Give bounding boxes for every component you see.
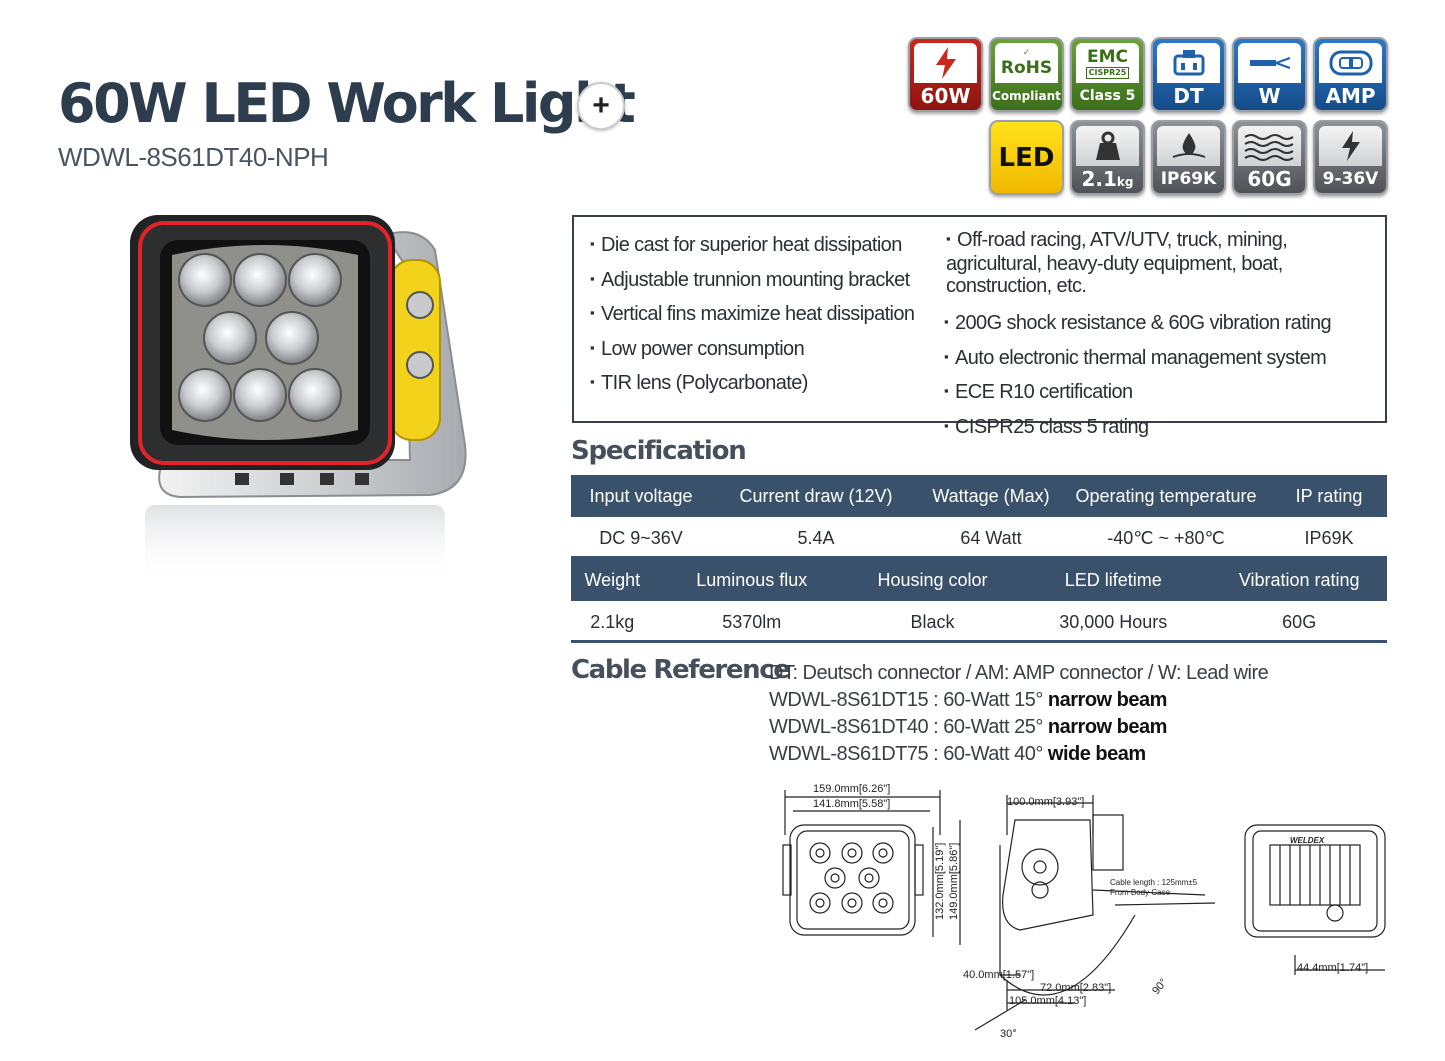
feature-item: Auto electronic thermal management syste… (944, 342, 1382, 377)
features-box: Die cast for superior heat dissipation A… (572, 215, 1387, 438)
table-cell: 5370lm (653, 601, 850, 643)
table-header: IP rating (1271, 475, 1387, 517)
angle-30-label: 30° (1000, 1028, 1017, 1040)
cable-line: WDWL-8S61DT15 : 60-Watt 15° narrow beam (769, 689, 1167, 711)
table-header: LED lifetime (1015, 559, 1212, 601)
table-cell: 2.1kg (571, 601, 654, 643)
cable-line: WDWL-8S61DT40 : 60-Watt 25° narrow beam (769, 716, 1167, 738)
table-cell: Black (849, 601, 1016, 643)
table-header-row: Input voltage Current draw (12V) Wattage… (571, 475, 1387, 517)
feature-item: Die cast for superior heat dissipation (590, 229, 914, 264)
table-header: Current draw (12V) (711, 475, 921, 517)
model-number: WDWL-8S61DT40-NPH (58, 142, 329, 172)
table-header: Housing color (849, 559, 1016, 601)
specification-heading: Specification (571, 436, 747, 466)
feature-item: Adjustable trunnion mounting bracket (590, 264, 914, 299)
table-header: Weight (571, 559, 654, 601)
table-header: Vibration rating (1211, 559, 1387, 601)
dim-front-height-outer: 149.0mm[5.86"] (948, 843, 960, 920)
dim-front-height-inner: 132.0mm[5.19"] (934, 843, 946, 920)
dim-base-40: 40.0mm[1.57"] (963, 969, 1034, 981)
lightning-icon (935, 47, 956, 79)
table-cell: DC 9~36V (571, 517, 711, 559)
spec-table-1: Input voltage Current draw (12V) Wattage… (571, 475, 1387, 559)
badge-amp: AMP (1313, 37, 1388, 112)
weight-icon (1095, 131, 1120, 160)
feature-item: TIR lens (Polycarbonate) (590, 367, 914, 402)
feature-item: 200G shock resistance & 60G vibration ra… (944, 307, 1382, 342)
feature-item: ECE R10 certification (944, 376, 1382, 411)
badge-rohs: ✓RoHS Compliant (989, 37, 1064, 112)
feature-item: Vertical fins maximize heat dissipation (590, 298, 915, 333)
water-drop-icon (1172, 133, 1205, 158)
lightning-icon (1341, 131, 1360, 161)
table-cell: -40℃ ~ +80℃ (1061, 517, 1271, 559)
lead-wire-icon (1249, 57, 1290, 69)
badge-ip69k: IP69K (1151, 120, 1226, 195)
badge-led: LED (989, 120, 1064, 195)
deutsch-connector-icon (1173, 50, 1204, 76)
cable-reference-list: DT: Deutsch connector / AM: AMP connecto… (769, 660, 1269, 768)
table-header: Wattage (Max) (921, 475, 1061, 517)
spec-table-2: Weight Luminous flux Housing color LED l… (571, 559, 1387, 643)
features-right-list: Off-road racing, ATV/UTV, truck, mining,… (944, 229, 1382, 445)
dim-front-width-inner: 141.8mm[5.58"] (813, 798, 890, 810)
dim-base-72: 72.0mm[2.83"] (1040, 982, 1111, 994)
table-cell: 5.4A (711, 517, 921, 559)
table-header: Operating temperature (1061, 475, 1271, 517)
badge-w: W (1232, 37, 1307, 112)
dimension-drawing: 159.0mm[6.26"] 141.8mm[5.58"] 132.0mm[5.… (782, 783, 1386, 1040)
feature-item: Low power consumption (590, 333, 914, 368)
table-header: Luminous flux (653, 559, 850, 601)
expand-plus-button[interactable]: + (577, 82, 625, 130)
table-row: DC 9~36V 5.4A 64 Watt -40℃ ~ +80℃ IP69K (571, 517, 1387, 559)
dim-side-depth: 100.0mm[3.93"] (1007, 796, 1084, 808)
badge-weight: 2.1kg (1070, 120, 1145, 195)
dim-front-width-outer: 159.0mm[6.26"] (813, 783, 890, 795)
table-cell: IP69K (1271, 517, 1387, 559)
dim-rear-44: 44.4mm[1.74"] (1297, 962, 1368, 974)
cable-note-2: From Body Case (1110, 888, 1171, 897)
table-header-row: Weight Luminous flux Housing color LED l… (571, 559, 1387, 601)
cable-line: WDWL-8S61DT75 : 60-Watt 40° wide beam (769, 743, 1146, 765)
badge-vibration: 60G (1232, 120, 1307, 195)
feature-item: CISPR25 class 5 rating (944, 411, 1382, 446)
features-left-list: Die cast for superior heat dissipation A… (590, 229, 915, 402)
badge-dt: DT (1151, 37, 1226, 112)
product-image (130, 215, 467, 585)
cable-reference-heading: Cable Reference (571, 655, 791, 685)
table-cell: 60G (1211, 601, 1387, 643)
amp-connector-icon (1329, 50, 1372, 76)
angle-90-label: 90° (1150, 976, 1170, 996)
check-icon: ✓ (1022, 48, 1031, 58)
cable-note-1: Cable length : 125mm±5 (1110, 878, 1198, 887)
feature-item: Off-road racing, ATV/UTV, truck, mining,… (944, 229, 1382, 297)
table-header: Input voltage (571, 475, 711, 517)
badge-voltage: 9-36V (1313, 120, 1388, 195)
cable-legend: DT: Deutsch connector / AM: AMP connecto… (769, 662, 1269, 684)
table-row: 2.1kg 5370lm Black 30,000 Hours 60G (571, 601, 1387, 643)
table-cell: 64 Watt (921, 517, 1061, 559)
table-cell: 30,000 Hours (1015, 601, 1212, 643)
badge-60w: 60W (908, 37, 983, 112)
page-title: 60W LED Work Light (58, 72, 636, 135)
vibration-icon (1243, 134, 1294, 161)
dim-base-105: 105.0mm[4.13"] (1009, 995, 1086, 1007)
rear-brand-label: WELDEX (1290, 836, 1325, 845)
